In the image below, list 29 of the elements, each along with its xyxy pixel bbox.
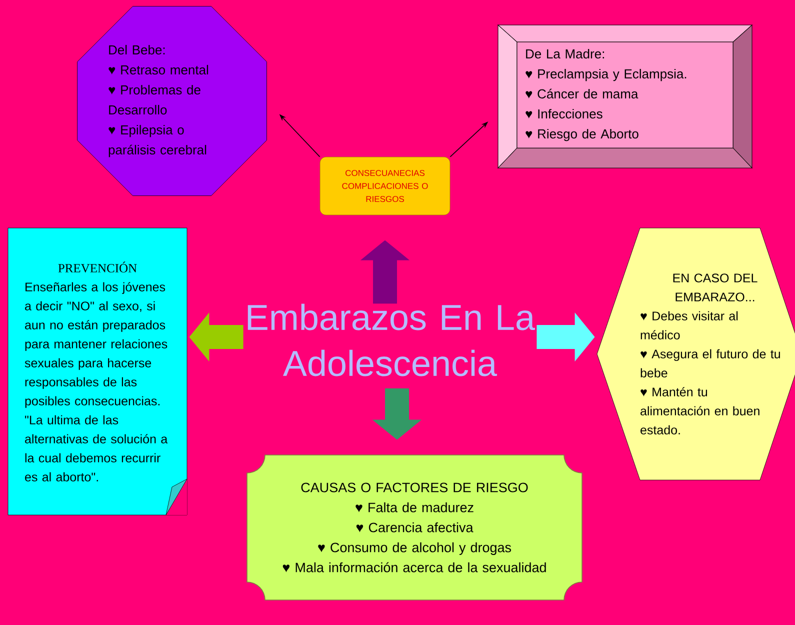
- box-text: CONSECUANECIAS COMPLICACIONES O RIESGOS: [342, 170, 428, 202]
- bullet-item: ♥ Preclampsia y Eclampsia.: [526, 68, 686, 82]
- heading-text: CAUSAS O FACTORES DE RIESGO: [301, 482, 528, 492]
- bullet-item: ♥ Cáncer de mama: [526, 88, 638, 98]
- bullet-item: ♥ Debes visitar al médico: [640, 311, 738, 340]
- heading-text: De La Madre:: [526, 48, 604, 58]
- paragraph: Enseñarles a los jóvenes a decir "NO" al sexo, si aun no están preparados para mantener relaciones sexuales para hacerse responsables de las posibles consecuencias.: [24, 282, 168, 408]
- note-box: [8, 228, 188, 516]
- plaque-box: [246, 454, 582, 600]
- bullet-item: ♥ Asegura el futuro de tu bebe: [640, 349, 780, 378]
- bullet-item: ♥ Infecciones: [526, 108, 602, 118]
- bullet-item: ♥ Carencia afectiva: [356, 522, 474, 532]
- bullet-item: ♥ Retraso mental: [108, 64, 208, 74]
- rounded-box: [320, 156, 450, 216]
- bevel-box: [498, 24, 752, 168]
- bullet-item: ♥ Falta de madurez: [356, 502, 474, 512]
- bullet-item: ♥ Consumo de alcohol y drogas: [318, 542, 512, 555]
- bullet-item: ♥ Riesgo de Aborto: [526, 128, 638, 142]
- hexagon-box: [596, 228, 795, 480]
- heading-text: Del Bebe:: [109, 44, 165, 54]
- heading-text: EN CASO DEL EMBARAZO...: [673, 274, 758, 302]
- heading-text: PREVENCIÓN: [58, 262, 137, 272]
- bullet-item: ♥ Epilepsia o parálisis cerebral: [108, 124, 206, 158]
- paragraph: "La ultima de las alternativas de solución a la cual debemos recurrir es al aborto".: [25, 415, 168, 482]
- bullet-item: ♥ Mala información acerca de la sexualidad: [282, 562, 546, 572]
- bullet-item: ♥ Mantén tu alimentación en buen estado.: [640, 387, 760, 434]
- octagon-box: [77, 6, 267, 196]
- bullet-item: ♥ Problemas de Desarrollo: [108, 84, 200, 114]
- title-text: Embarazos En La Adolescencia: [248, 304, 535, 376]
